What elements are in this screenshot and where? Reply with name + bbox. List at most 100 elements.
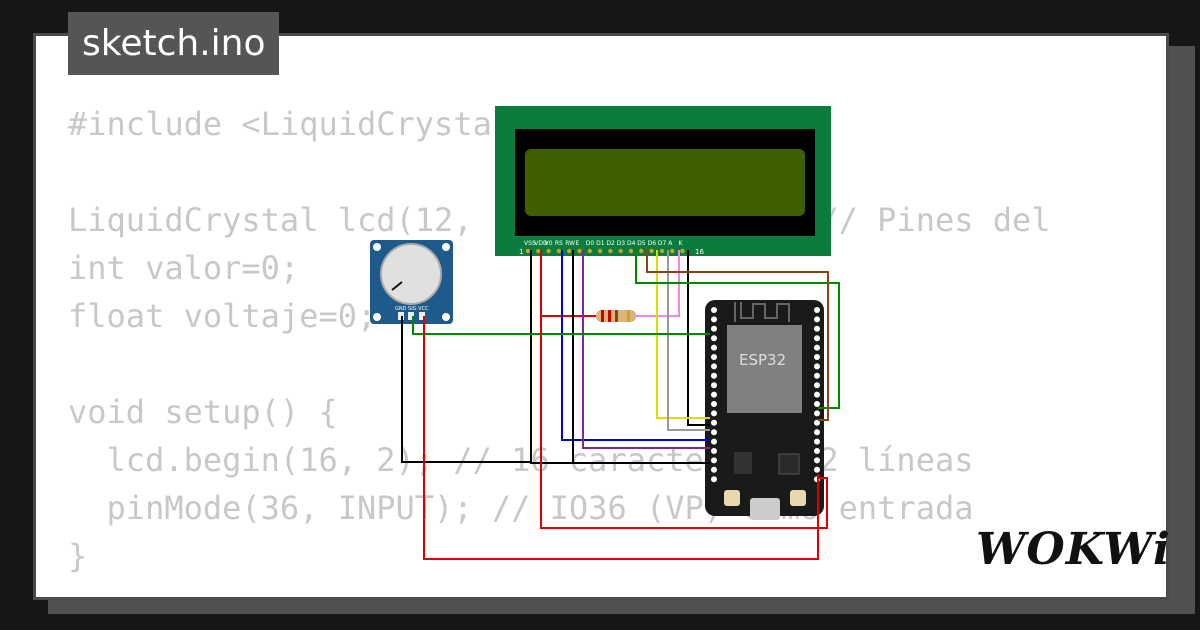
boot-button[interactable] bbox=[724, 490, 740, 506]
pot-mount-hole bbox=[442, 313, 450, 321]
esp32-pin[interactable] bbox=[711, 325, 717, 332]
lcd-pin-first: 1 bbox=[519, 248, 523, 256]
esp32-pin[interactable] bbox=[814, 419, 820, 426]
lcd-pin-label: RS bbox=[555, 240, 563, 247]
lcd-pin[interactable] bbox=[680, 248, 685, 254]
lcd-pin-label: V0 bbox=[545, 240, 553, 247]
esp32-pin[interactable] bbox=[711, 410, 717, 417]
esp32-pin[interactable] bbox=[711, 466, 717, 473]
lcd-pin[interactable] bbox=[670, 248, 675, 254]
lcd-screen bbox=[525, 149, 805, 216]
esp32-pin[interactable] bbox=[814, 466, 820, 473]
wire-k[interactable] bbox=[687, 250, 710, 426]
wire-vdd[interactable] bbox=[540, 250, 596, 317]
esp32-pin[interactable] bbox=[711, 307, 717, 313]
pot-pin-sig bbox=[408, 312, 414, 320]
pot-pin-vcc bbox=[419, 312, 425, 320]
esp32-pin[interactable] bbox=[711, 363, 717, 370]
pot-knob-indicator bbox=[391, 281, 403, 291]
esp32-pin[interactable] bbox=[711, 438, 717, 445]
wire-vss[interactable] bbox=[530, 250, 710, 464]
esp32-pin[interactable] bbox=[814, 325, 820, 332]
lcd-pin[interactable] bbox=[597, 248, 603, 254]
lcd-pin[interactable] bbox=[546, 248, 551, 254]
esp32-pin[interactable] bbox=[711, 457, 717, 464]
esp32-pin[interactable] bbox=[814, 307, 820, 313]
wire-d4[interactable] bbox=[635, 250, 840, 409]
lcd-pin[interactable] bbox=[577, 248, 582, 254]
esp32-pin[interactable] bbox=[814, 382, 820, 389]
lcd-pin-label: D6 bbox=[648, 240, 657, 247]
lcd-pin[interactable] bbox=[639, 248, 644, 254]
wire-pot-vcc[interactable] bbox=[423, 316, 819, 560]
esp32-pin[interactable] bbox=[711, 391, 717, 398]
esp32-pin[interactable] bbox=[711, 344, 717, 351]
code-line: float voltaje=0; bbox=[68, 297, 377, 335]
wire-rs[interactable] bbox=[561, 250, 710, 441]
esp32-pin[interactable] bbox=[814, 401, 820, 407]
esp32-pin[interactable] bbox=[814, 372, 820, 379]
esp32-pin[interactable] bbox=[814, 344, 820, 351]
esp32-pin[interactable] bbox=[814, 457, 820, 464]
esp32-pin-row bbox=[711, 307, 820, 483]
lcd-pin[interactable] bbox=[587, 248, 592, 254]
esp32-pin[interactable] bbox=[814, 448, 820, 454]
esp32-pin[interactable] bbox=[814, 363, 820, 370]
lcd-pin[interactable] bbox=[525, 248, 531, 254]
reset-button[interactable] bbox=[790, 490, 806, 506]
lcd-pin-label: VSS bbox=[524, 240, 536, 247]
esp32-pin[interactable] bbox=[814, 429, 820, 436]
esp32-pin[interactable] bbox=[711, 372, 717, 379]
lcd-pin-label: D4 bbox=[627, 240, 636, 247]
esp32-pin[interactable] bbox=[814, 410, 820, 417]
esp32-pin[interactable] bbox=[711, 448, 717, 454]
lcd-pin[interactable] bbox=[536, 248, 541, 254]
wire-d5[interactable] bbox=[656, 250, 710, 419]
esp32-pin[interactable] bbox=[814, 316, 820, 323]
wire-esp-vin[interactable] bbox=[540, 316, 828, 529]
esp32-pin[interactable] bbox=[814, 391, 820, 398]
wire-pot-sig[interactable] bbox=[412, 316, 710, 335]
lcd-pin-label: D1 bbox=[596, 240, 605, 247]
pot-mount-hole bbox=[442, 243, 450, 251]
esp32-board[interactable]: ESP32 bbox=[705, 300, 824, 520]
pot-knob[interactable] bbox=[380, 243, 442, 305]
lcd-pin[interactable] bbox=[628, 248, 634, 254]
usb-port bbox=[750, 498, 780, 520]
resistor[interactable] bbox=[590, 310, 646, 322]
lcd-pin[interactable] bbox=[608, 248, 613, 254]
esp32-pin[interactable] bbox=[711, 429, 717, 436]
file-name-tab[interactable]: sketch.ino bbox=[68, 12, 280, 75]
esp32-pin[interactable] bbox=[711, 316, 717, 323]
wire-e[interactable] bbox=[582, 250, 710, 449]
wire-pot-gnd[interactable] bbox=[401, 316, 531, 463]
lcd-pin-label: D2 bbox=[606, 240, 615, 247]
potentiometer[interactable]: GND SIG VCC bbox=[370, 240, 453, 324]
pot-pin-label: GND SIG VCC bbox=[395, 306, 429, 312]
lcd-pin[interactable] bbox=[659, 248, 665, 254]
esp32-pin[interactable] bbox=[711, 401, 717, 407]
lcd-pin[interactable] bbox=[567, 248, 572, 254]
lcd-pin[interactable] bbox=[618, 248, 623, 254]
wire-d7[interactable] bbox=[646, 250, 829, 421]
wires[interactable] bbox=[401, 250, 840, 560]
lcd-pin-label: VDD bbox=[534, 240, 548, 247]
lcd-pin[interactable] bbox=[649, 248, 654, 254]
esp32-pin[interactable] bbox=[711, 335, 717, 342]
lcd-pin-label: D0 bbox=[586, 240, 595, 247]
voltage-regulator bbox=[734, 452, 752, 474]
esp32-pin[interactable] bbox=[711, 354, 717, 360]
esp32-pin[interactable] bbox=[814, 354, 820, 360]
esp32-pin[interactable] bbox=[711, 382, 717, 389]
esp32-pin[interactable] bbox=[814, 335, 820, 342]
esp32-pin[interactable] bbox=[711, 419, 717, 426]
wire-d6[interactable] bbox=[667, 250, 710, 431]
esp32-pin[interactable] bbox=[711, 476, 717, 483]
lcd-pin[interactable] bbox=[556, 248, 562, 254]
wokwi-logo[interactable]: WOKWi bbox=[976, 524, 1171, 575]
esp32-module-shield bbox=[727, 325, 802, 413]
esp32-pin[interactable] bbox=[814, 438, 820, 445]
